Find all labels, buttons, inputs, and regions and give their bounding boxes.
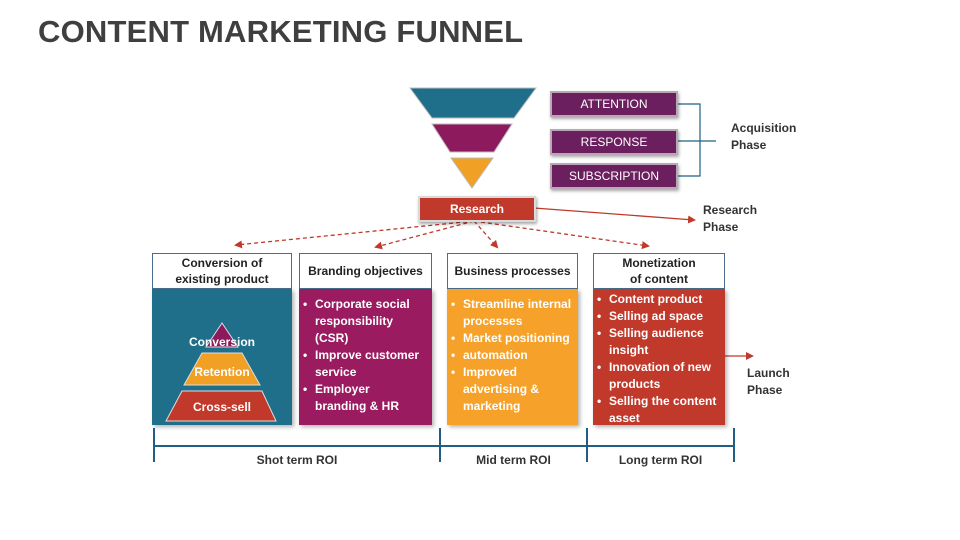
page-title: CONTENT MARKETING FUNNEL xyxy=(38,14,524,49)
item-line: Market positioning xyxy=(463,331,570,345)
launch-phase-line1: Launch xyxy=(747,366,790,380)
item-line: Selling ad space xyxy=(609,309,704,323)
research-phase-label: Research Phase xyxy=(703,202,757,236)
pyramid-top xyxy=(205,322,239,348)
item-line: Selling audience xyxy=(609,326,704,340)
column-business-heading: Business processes xyxy=(447,253,578,289)
item-line: products xyxy=(609,377,661,391)
launch-phase-label: Launch Phase xyxy=(747,365,790,399)
business-list: Streamline internal processes Market pos… xyxy=(447,296,578,415)
launch-phase-line2: Phase xyxy=(747,383,783,397)
list-item: Innovation of new products xyxy=(593,359,725,393)
list-item: Market positioning xyxy=(447,330,578,347)
acquisition-phase-label: Acquisition Phase xyxy=(731,120,796,154)
roi-long-term-label: Long term ROI xyxy=(618,453,703,467)
research-phase-line2: Phase xyxy=(703,220,739,234)
list-item: Improved advertising & marketing xyxy=(447,364,578,415)
roi-scale xyxy=(153,428,735,462)
item-line: responsibility xyxy=(315,314,394,328)
roi-mid-term-label: Mid term ROI xyxy=(476,453,551,467)
item-line: service xyxy=(315,365,357,379)
research-arrow-col4 xyxy=(473,220,650,250)
research-phase-arrow xyxy=(533,207,696,224)
list-item: Content product xyxy=(593,291,725,308)
item-line: Employer xyxy=(315,382,370,396)
research-phase-line1: Research xyxy=(703,203,758,217)
item-line: insight xyxy=(609,343,649,357)
item-line: Improved xyxy=(463,365,518,379)
item-line: (CSR) xyxy=(315,331,349,345)
column-monetization-heading: Monetization of content xyxy=(593,253,725,289)
research-arrow-col2 xyxy=(374,220,475,250)
column-conversion-body: Conversion Retention Cross-sell xyxy=(152,289,292,425)
acquisition-label-line2: Phase xyxy=(731,138,767,152)
list-item: Selling ad space xyxy=(593,308,725,325)
research-box: Research xyxy=(418,196,536,222)
item-line: processes xyxy=(463,314,523,328)
item-line: Corporate social xyxy=(315,297,410,311)
item-line: asset xyxy=(609,411,640,425)
pyramid xyxy=(165,322,277,422)
item-line: automation xyxy=(463,348,528,362)
col4-heading-line1: Monetization xyxy=(622,256,696,270)
item-line: Improve customer xyxy=(315,348,420,362)
pyramid-label-cross-sell: Cross-sell xyxy=(192,400,252,414)
item-line: Content product xyxy=(609,292,703,306)
subscription-box: SUBSCRIPTION xyxy=(550,163,678,189)
col4-heading-line2: of content xyxy=(629,272,688,286)
item-line: advertising & xyxy=(463,382,540,396)
item-line: branding & HR xyxy=(315,399,399,413)
col3-heading-line1: Business processes xyxy=(454,264,571,278)
item-line: Selling the content xyxy=(609,394,717,408)
acquisition-label-line1: Acquisition xyxy=(731,121,797,135)
item-line: marketing xyxy=(463,399,521,413)
list-item: Corporate social responsibility (CSR) xyxy=(299,296,432,347)
pyramid-label-retention: Retention xyxy=(194,365,250,379)
monetization-list: Content product Selling ad space Selling… xyxy=(593,291,725,427)
funnel-top-segment xyxy=(409,87,537,119)
roi-short-term-label: Shot term ROI xyxy=(256,453,338,467)
col1-heading-line2: existing product xyxy=(175,272,269,286)
acquisition-bracket xyxy=(678,103,716,177)
research-arrow-col3 xyxy=(473,220,499,249)
column-business-body: Streamline internal processes Market pos… xyxy=(447,289,578,425)
col2-heading-line1: Branding objectives xyxy=(308,264,423,278)
funnel-middle-segment xyxy=(431,123,513,153)
branding-list: Corporate social responsibility (CSR) Im… xyxy=(299,296,432,415)
list-item: Streamline internal processes xyxy=(447,296,578,330)
col1-heading-line1: Conversion of xyxy=(181,256,263,270)
funnel-bottom-segment xyxy=(450,157,494,189)
pyramid-bottom xyxy=(165,390,277,422)
item-line: Innovation of new xyxy=(609,360,711,374)
response-box: RESPONSE xyxy=(550,129,678,155)
pyramid-label-conversion: Conversion xyxy=(188,335,255,349)
column-monetization-body: Content product Selling ad space Selling… xyxy=(593,289,725,425)
column-conversion-heading: Conversion of existing product xyxy=(152,253,292,289)
item-line: Streamline internal xyxy=(463,297,572,311)
column-branding-heading: Branding objectives xyxy=(299,253,432,289)
research-arrow-col1 xyxy=(234,220,475,249)
list-item: Employer branding & HR xyxy=(299,381,432,415)
pyramid-middle xyxy=(183,352,261,386)
column-branding-body: Corporate social responsibility (CSR) Im… xyxy=(299,289,432,425)
attention-box: ATTENTION xyxy=(550,91,678,117)
list-item: Selling audience insight xyxy=(593,325,725,359)
list-item: Selling the content asset xyxy=(593,393,725,427)
list-item: automation xyxy=(447,347,578,364)
list-item: Improve customer service xyxy=(299,347,432,381)
